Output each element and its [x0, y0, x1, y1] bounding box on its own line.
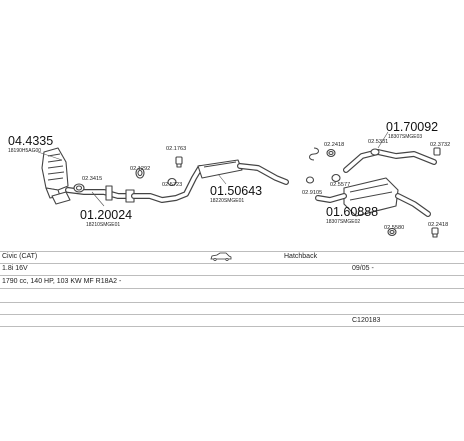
divider [0, 288, 464, 289]
clamp-ring [135, 167, 145, 179]
flange-connector [309, 147, 319, 161]
vehicle-model: Civic (CAT) [2, 253, 38, 260]
label-clamp-b: 02.5723 [162, 182, 182, 188]
vehicle-engine: 1.8i 16V [2, 265, 28, 272]
car-icon [210, 252, 250, 265]
clamp-f [370, 148, 380, 156]
label-clamp-d: 02.5577 [330, 182, 350, 188]
label-clamp-g: 02.5580 [384, 225, 404, 231]
part-number-middle-silencer: 01.50643 [210, 184, 262, 198]
label-clamp-c: 02.2418 [324, 142, 344, 148]
label-gasket-a: 02.3415 [82, 176, 102, 182]
rubber-hanger-b [431, 227, 439, 238]
rubber-hanger-a [175, 156, 183, 168]
label-clamp-f: 02.5331 [368, 139, 388, 145]
oem-number-tail-pipe: 18307SMGE03 [388, 134, 422, 140]
label-gasket-b: 02.3732 [430, 142, 450, 148]
label-hanger-b: 02.2418 [428, 222, 448, 228]
oem-number-front-pipe: 18210SMGE01 [86, 222, 120, 228]
oem-number-catalyst: 18190H5AG00 [8, 148, 41, 154]
label-clamp-e: 02.9105 [302, 190, 322, 196]
part-number-rear-silencer: 01.60888 [326, 205, 378, 219]
divider [0, 326, 464, 327]
oem-number-middle-silencer: 18220SMGE01 [210, 198, 244, 204]
clamp-g [387, 227, 397, 237]
oem-number-rear-silencer: 18307SMGE02 [326, 219, 360, 225]
part-number-tail-pipe: 01.70092 [386, 120, 438, 134]
gasket-ring [73, 183, 85, 193]
tail-pipe [343, 149, 437, 173]
label-clamp-a: 02.1292 [130, 166, 150, 172]
middle-silencer [131, 159, 289, 203]
vehicle-body: Hatchback [284, 253, 318, 260]
label-hanger-a: 02.1763 [166, 146, 186, 152]
clamp-b [167, 177, 177, 187]
vehicle-date: 09/05 - [352, 265, 374, 272]
divider [0, 263, 464, 264]
reference-code: C120183 [352, 317, 381, 324]
divider [0, 251, 464, 252]
divider [0, 275, 464, 276]
part-number-catalyst: 04.4335 [8, 134, 53, 148]
divider [0, 314, 464, 315]
rear-silencer [315, 177, 431, 217]
catalytic-converter [41, 147, 71, 205]
divider [0, 302, 464, 303]
clamp-e [305, 176, 315, 184]
clamp-d [331, 173, 341, 183]
part-number-front-pipe: 01.20024 [80, 208, 132, 222]
vehicle-specs: 1790 cc, 140 HP, 103 KW MF R18A2 - [2, 278, 122, 285]
clamp-c [326, 148, 336, 158]
rubber-hanger-c [433, 147, 441, 156]
